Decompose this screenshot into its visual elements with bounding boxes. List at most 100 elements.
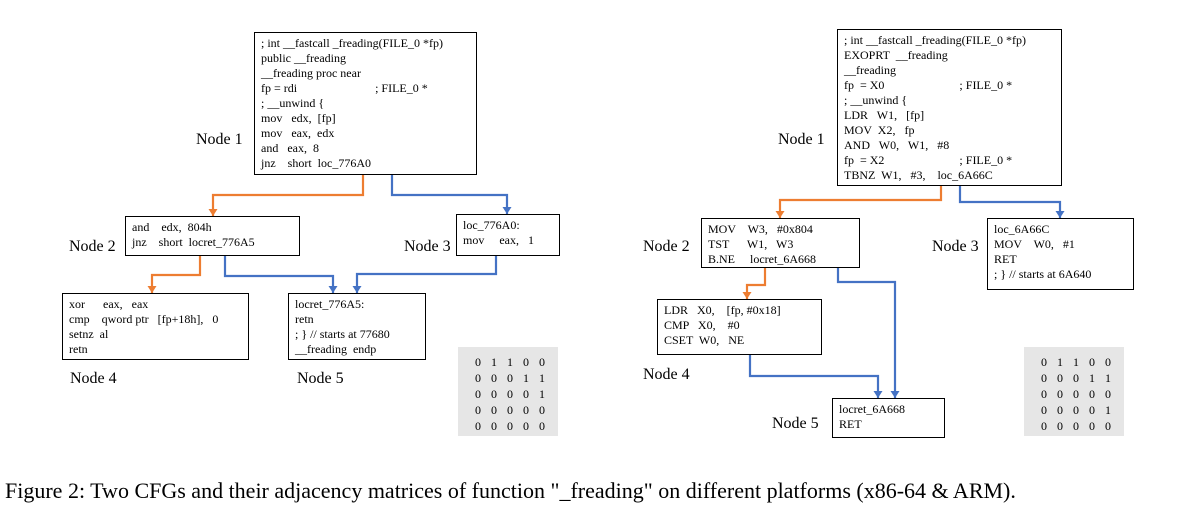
matrix-cell: 1	[1105, 403, 1111, 417]
code-line: TST W1, W3	[708, 237, 794, 251]
code-line: CMP X0, #0	[664, 318, 740, 332]
matrix-cell: 0	[491, 387, 497, 401]
code-line: and eax, 8	[261, 141, 319, 155]
code-line: ; } // starts at 6A640	[994, 267, 1092, 281]
right-node-4-label: Node 4	[643, 366, 690, 383]
matrix-cell: 0	[1105, 387, 1111, 401]
matrix-cell: 1	[507, 355, 513, 369]
matrix-cell: 0	[523, 403, 529, 417]
matrix-cell: 0	[475, 371, 481, 385]
matrix-cell: 0	[1089, 419, 1095, 433]
matrix-cell: 0	[491, 371, 497, 385]
matrix-cell: 0	[1041, 371, 1047, 385]
matrix-cell: 0	[1105, 355, 1111, 369]
right-edge-2-5	[836, 268, 900, 398]
code-line: ; } // starts at 77680	[295, 327, 390, 341]
matrix-cell: 0	[475, 355, 481, 369]
code-line: __freading	[844, 63, 896, 77]
right-node-1-box: ; int __fastcall _freading(FILE_0 *fp)EX…	[837, 29, 1062, 186]
code-line: setnz al	[69, 327, 109, 341]
code-line: mov edx, [fp]	[261, 111, 336, 125]
matrix-cell: 0	[523, 387, 529, 401]
matrix-cell: 0	[539, 419, 545, 433]
matrix-cell: 1	[1105, 371, 1111, 385]
code-line: B.NE locret_6A668	[708, 252, 816, 266]
matrix-cell: 0	[1073, 371, 1079, 385]
right-edge-4-5	[748, 355, 883, 398]
left-node-1-box: ; int __fastcall _freading(FILE_0 *fp)pu…	[254, 32, 477, 175]
left-node-3-label: Node 3	[404, 238, 451, 255]
matrix-cell: 0	[475, 419, 481, 433]
right-node-3-label: Node 3	[932, 238, 979, 255]
left-node-4-label: Node 4	[70, 370, 117, 387]
matrix-cell: 0	[539, 403, 545, 417]
matrix-cell: 0	[1073, 403, 1079, 417]
matrix-cell: 0	[1041, 419, 1047, 433]
code-line: ; __unwind {	[261, 96, 325, 110]
code-line: LDR X0, [fp, #0x18]	[664, 303, 781, 317]
matrix-cell: 0	[523, 355, 529, 369]
matrix-cell: 1	[1057, 355, 1063, 369]
matrix-cell: 1	[523, 371, 529, 385]
right-edge-2-4	[742, 268, 767, 299]
matrix-cell: 0	[1089, 387, 1095, 401]
left-node-2-label: Node 2	[69, 238, 116, 255]
matrix-cell: 1	[1089, 371, 1095, 385]
matrix-cell: 0	[1089, 355, 1095, 369]
matrix-cell: 0	[1041, 387, 1047, 401]
matrix-cell: 1	[491, 355, 497, 369]
matrix-cell: 0	[1057, 387, 1063, 401]
code-line: cmp qword ptr [fp+18h], 0	[69, 312, 219, 326]
code-line: MOV W0, #1	[994, 237, 1075, 251]
code-line: ; int __fastcall _freading(FILE_0 *fp)	[844, 33, 1026, 47]
code-line: mov eax, edx	[261, 126, 335, 140]
left-edge-2-5	[223, 256, 338, 293]
matrix-cell: 0	[507, 371, 513, 385]
code-line: __freading proc near	[261, 66, 361, 80]
code-line: TBNZ W1, #3, loc_6A66C	[844, 168, 993, 182]
matrix-cell: 1	[539, 387, 545, 401]
code-line: LDR W1, [fp]	[844, 108, 925, 122]
code-line: jnz short locret_776A5	[132, 235, 255, 249]
matrix-cell: 0	[1057, 419, 1063, 433]
left-edge-1-2	[208, 175, 365, 216]
matrix-cell: 0	[1105, 419, 1111, 433]
left-edge-1-3	[390, 175, 512, 214]
left-edge-3-5	[352, 256, 498, 293]
matrix-cell: 0	[475, 387, 481, 401]
right-node-1-label: Node 1	[778, 131, 825, 148]
right-node-2-label: Node 2	[643, 238, 690, 255]
matrix-cell: 0	[491, 419, 497, 433]
right-edge-1-2	[775, 186, 943, 218]
left-node-3-box: loc_776A0:mov eax, 1	[456, 214, 560, 256]
code-line: retn	[69, 342, 88, 356]
code-line: retn	[295, 312, 314, 326]
matrix-cell: 0	[1073, 387, 1079, 401]
matrix-cell: 0	[539, 355, 545, 369]
code-line: loc_6A66C	[994, 222, 1050, 236]
left-node-5-box: locret_776A5:retn; } // starts at 77680_…	[288, 293, 426, 360]
code-line: ; int __fastcall _freading(FILE_0 *fp)	[261, 36, 443, 50]
matrix-cell: 0	[1041, 403, 1047, 417]
code-line: loc_776A0:	[463, 218, 520, 232]
code-line: ; __unwind {	[844, 93, 908, 107]
matrix-cell: 0	[507, 387, 513, 401]
right-node-5-label: Node 5	[772, 415, 819, 432]
left-edge-2-4	[147, 256, 202, 293]
